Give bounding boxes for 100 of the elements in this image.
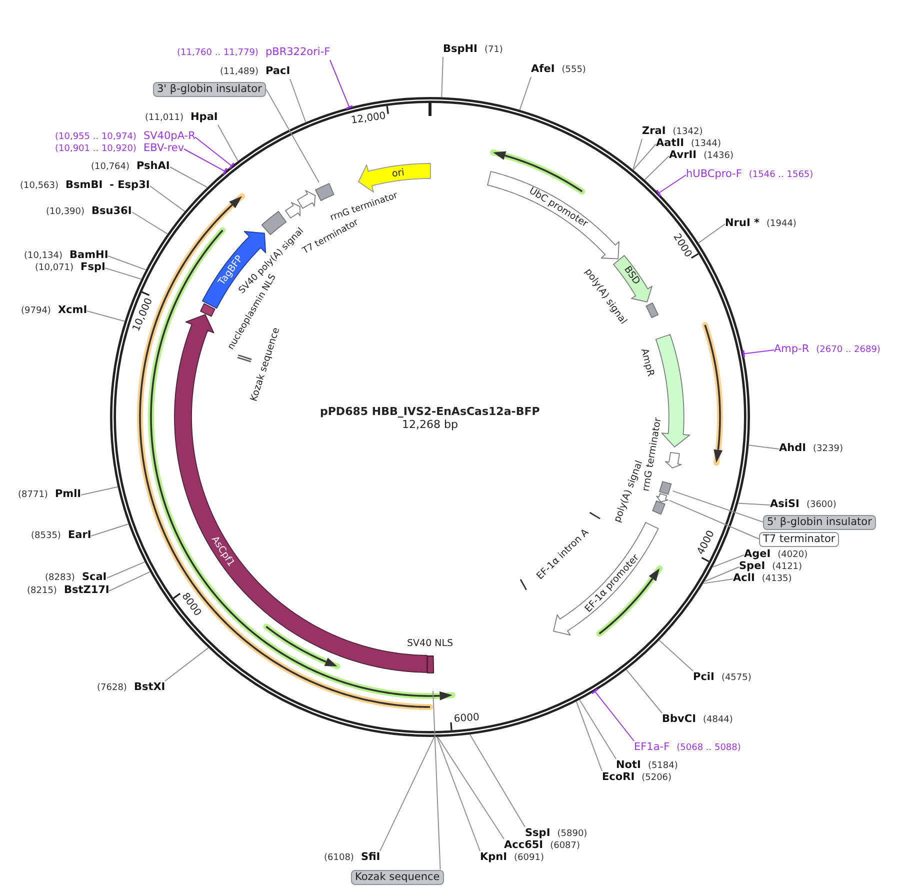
feature-name: 5' β-globin insulator [767,516,872,528]
enzyme-name: SpeI [739,560,766,573]
primer-name: pBR322ori-F [265,46,330,59]
cut-position: (11,489) [220,66,259,79]
leader-line [748,444,780,450]
enzyme-name: ScaI [82,571,107,584]
feature-tag [351,870,444,884]
enzyme-name: AsiSI [770,498,800,511]
enzyme-name: ZraI [642,125,666,138]
cut-position: (3239) [813,443,843,456]
cut-position: (10,071) [35,262,74,275]
primer-name: EF1a-F [634,741,670,754]
leader-line [150,186,186,212]
leader-line [432,690,441,870]
leader-line [164,647,209,682]
leader-line [184,148,228,176]
leader-line [702,578,734,584]
enzyme-name: BstXI [134,681,166,694]
cut-position: (7628) [97,682,127,695]
enzyme-name: SspI [525,827,550,840]
feature-tag [153,82,266,96]
cut-position: (9794) [21,305,51,318]
leader-line [742,349,774,358]
leader-line [738,502,770,506]
leader-line [656,174,686,197]
leader-line [194,136,235,170]
cut-position: (11,011) [145,112,184,125]
enzyme-name: SfiI [360,851,380,864]
leader-line [106,561,146,578]
leader-line [108,571,150,592]
cut-position: (1344) [691,138,721,150]
cut-position: (1944) [766,218,796,231]
cut-position: (6108) [324,852,354,865]
cut-position: (8535) [31,530,61,543]
leader-line [712,554,744,568]
cut-position: (5890) [557,828,588,841]
leader-line [469,734,526,828]
leader-line [86,310,126,322]
cut-position: (6091) [514,852,544,865]
cut-position: (10,134) [24,250,63,263]
leader-line [132,212,168,234]
feature-label: SV40 NLS [407,638,454,648]
leader-line [626,669,662,714]
leader-line [519,76,532,110]
leader-line [644,156,670,180]
leader-line [90,524,129,536]
feature-tag [763,514,876,530]
feature-label: rrnG terminator [640,416,664,492]
leader-line [658,640,694,672]
cut-position: (4844) [702,714,733,727]
enzyme-name: PacI [266,65,290,78]
cut-position: (10,390) [46,206,85,219]
enzyme-name: AgeI [744,548,771,561]
primer-name: SV40pA-R [143,130,196,143]
leader-line [672,490,764,522]
scale-label: 4000 [696,528,718,557]
enzyme-name: AfeI [531,63,555,76]
enzyme-name: AvrII [669,149,697,162]
feature-label: ori [391,166,405,180]
leader-line [437,736,504,840]
enzyme-name: EarI [68,529,92,542]
primer-range: (2670 .. 2689) [816,344,880,357]
primer-name: hUBCpro-F [686,168,742,181]
cut-position: (4020) [778,549,808,562]
enzyme-name: AclI [733,572,755,585]
primer-range: (1546 .. 1565) [748,169,814,182]
cut-position: (4135) [762,573,792,586]
cut-position: (10,563) [20,180,59,193]
enzyme-name: BspHI [443,43,478,56]
leader-line [441,56,444,98]
enzyme-name: PmlI [54,488,82,501]
cut-position: (6087) [550,840,580,853]
cut-position: (8771) [18,489,48,502]
leader-line [80,486,118,496]
enzyme-name: BstZ17I [64,584,110,597]
enzyme-name: NruI * [725,217,760,230]
enzyme-name: EcoRI [602,771,635,784]
leader-line [104,268,142,280]
plasmid-name: pPD685 HBB_IVS2-EnAsCas12a-BFP [320,404,540,418]
cut-position: (8215) [27,585,57,598]
cut-position: (5184) [648,760,678,773]
primer-name: EBV-rev [143,142,184,155]
leader-line [632,144,656,170]
leader-line [669,500,760,540]
cut-position: (4575) [721,672,752,685]
primer-range: (5068 .. 5088) [676,742,741,755]
cut-position: (4121) [772,561,802,574]
feature-name: T7 terminator [763,532,836,544]
enzyme-name: BsmBI [66,179,103,192]
leader-line [698,224,726,244]
primer-name: Amp-R [774,343,810,356]
feature-name: 3' β-globin insulator [157,82,262,94]
enzyme-name: - Esp3I [110,179,150,192]
enzyme-name: PshAI [136,160,170,173]
primer-range: (11,760 .. 11,779) [177,47,258,60]
feature-name: Kozak sequence [355,870,440,882]
leader-line [170,166,208,188]
leader-line [704,566,740,582]
leader-line [576,701,602,772]
enzyme-name: BbvCI [662,713,696,726]
